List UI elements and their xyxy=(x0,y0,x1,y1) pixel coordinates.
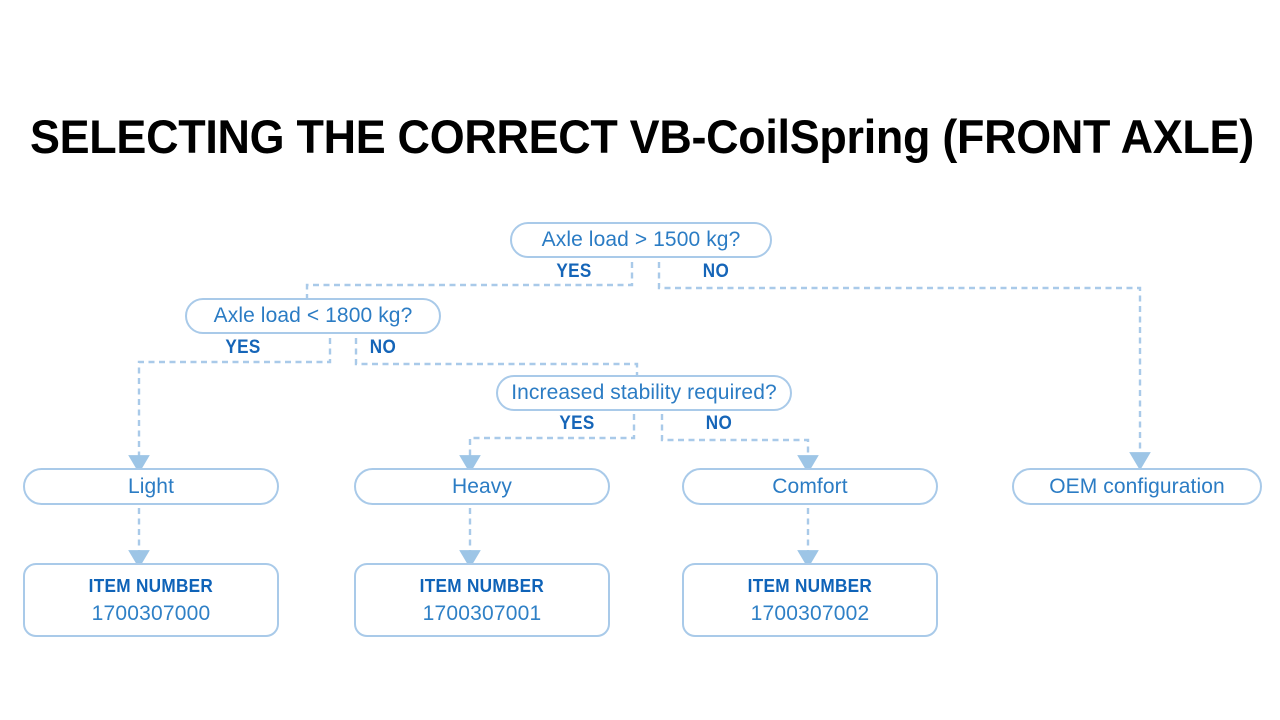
item-number-card-comfort[interactable]: ITEM NUMBER 1700307002 xyxy=(682,563,938,637)
branch-label-d2-no: NO xyxy=(369,337,397,358)
outcome-label: Comfort xyxy=(772,474,848,498)
decision-label: Axle load > 1500 kg? xyxy=(541,228,741,251)
branch-label-d3-no: NO xyxy=(705,413,733,434)
outcome-node-comfort[interactable]: Comfort xyxy=(682,468,938,505)
item-number-card-heavy[interactable]: ITEM NUMBER 1700307001 xyxy=(354,563,610,637)
page-title: SELECTING THE CORRECT VB-CoilSpring (FRO… xyxy=(30,110,1254,164)
outcome-node-light[interactable]: Light xyxy=(23,468,279,505)
branch-label-d1-yes: YES xyxy=(556,261,592,282)
outcome-label: Heavy xyxy=(451,474,513,498)
item-number-value: 1700307002 xyxy=(750,601,870,625)
branch-label-d1-no: NO xyxy=(702,261,730,282)
item-number-heading: ITEM NUMBER xyxy=(747,574,873,596)
item-number-value: 1700307001 xyxy=(422,601,542,625)
decision-node-axle-load-1800[interactable]: Axle load < 1800 kg? xyxy=(185,298,441,334)
item-number-heading: ITEM NUMBER xyxy=(419,574,545,596)
outcome-node-oem[interactable]: OEM configuration xyxy=(1012,468,1262,505)
item-number-value: 1700307000 xyxy=(91,601,211,625)
item-number-card-light[interactable]: ITEM NUMBER 1700307000 xyxy=(23,563,279,637)
outcome-label: Light xyxy=(127,474,175,498)
decision-label: Axle load < 1800 kg? xyxy=(213,304,413,327)
branch-label-d3-yes: YES xyxy=(559,413,595,434)
decision-node-axle-load-1500[interactable]: Axle load > 1500 kg? xyxy=(510,222,772,258)
branch-label-d2-yes: YES xyxy=(225,337,261,358)
item-number-heading: ITEM NUMBER xyxy=(88,574,214,596)
decision-label: Increased stability required? xyxy=(511,381,777,404)
decision-node-increased-stability[interactable]: Increased stability required? xyxy=(496,375,792,411)
outcome-label: OEM configuration xyxy=(1049,474,1225,498)
outcome-node-heavy[interactable]: Heavy xyxy=(354,468,610,505)
